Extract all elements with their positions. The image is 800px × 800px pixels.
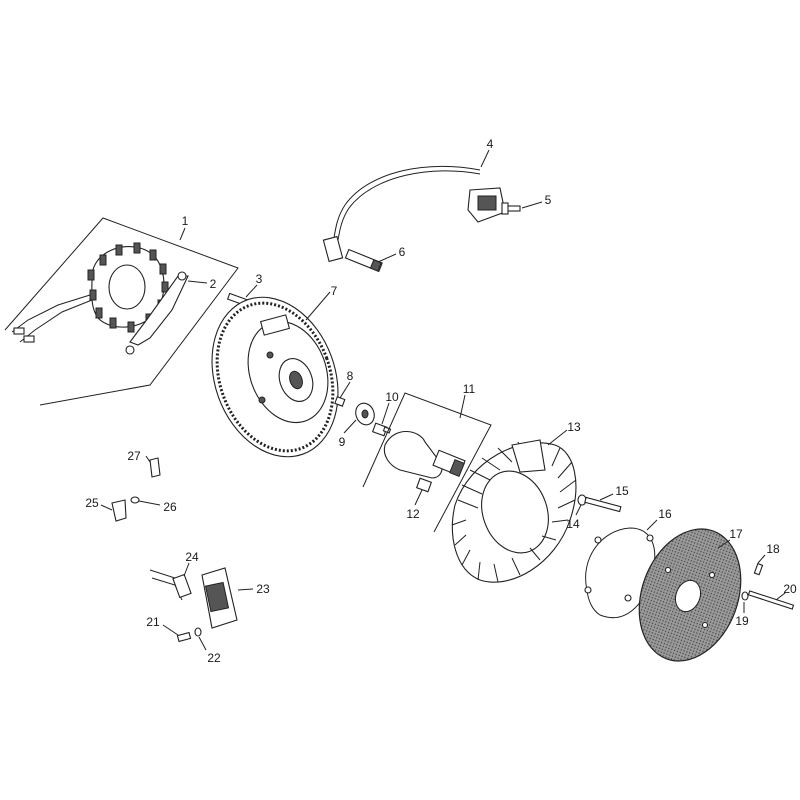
callout-13: 13 (567, 420, 581, 434)
callout-2: 2 (210, 277, 217, 291)
callout-7: 7 (331, 284, 338, 298)
callout-11: 11 (463, 382, 476, 396)
callout-22: 22 (207, 651, 221, 665)
rectifier-washer (194, 627, 202, 637)
callout-21: 21 (146, 615, 160, 629)
flywheel (211, 296, 339, 458)
hub-screw (415, 477, 433, 493)
rectifier (201, 567, 238, 629)
callout-20: 20 (783, 582, 797, 596)
ignition-module (322, 165, 506, 263)
leader-lines (100, 149, 786, 651)
stator-assembly (4, 217, 239, 406)
drive-hub (362, 392, 492, 533)
callout-25: 25 (85, 496, 99, 510)
callout-16: 16 (658, 507, 672, 521)
callout-15: 15 (615, 484, 629, 498)
callout-8: 8 (347, 369, 354, 383)
lead-bracket (125, 271, 189, 355)
screen-bolt (747, 590, 795, 610)
callout-3: 3 (256, 272, 263, 286)
callout-1: 1 (182, 214, 189, 228)
clip-bracket-lower (111, 499, 127, 522)
screen-clip (753, 562, 764, 576)
callout-6: 6 (399, 245, 406, 259)
screen-washer (741, 591, 749, 601)
callout-26: 26 (163, 500, 177, 514)
callout-23: 23 (256, 582, 270, 596)
washer (355, 402, 375, 426)
callout-24: 24 (185, 550, 199, 564)
clip-bracket-upper (149, 457, 161, 478)
fan-stud (584, 496, 622, 513)
callout-14: 14 (566, 517, 580, 531)
callout-12: 12 (406, 507, 420, 521)
module-screw (501, 202, 521, 215)
callout-19: 19 (735, 614, 749, 628)
fan-washer (577, 494, 587, 506)
flywheel-screw (371, 422, 392, 437)
rectifier-screw (176, 631, 192, 643)
callout-4: 4 (487, 137, 494, 151)
key (334, 396, 346, 407)
callout-5: 5 (545, 193, 552, 207)
callout-10: 10 (385, 390, 399, 404)
callout-18: 18 (766, 542, 780, 556)
cooling-fan (451, 439, 577, 583)
callout-17: 17 (729, 527, 743, 541)
lower-washer (130, 496, 140, 504)
debris-screen (638, 528, 742, 662)
callout-labels: 1 2 3 4 5 6 7 8 9 10 11 12 13 14 15 16 1… (85, 137, 797, 665)
wire-connector (149, 569, 192, 601)
callout-9: 9 (339, 435, 346, 449)
callout-27: 27 (127, 449, 141, 463)
spark-plug (344, 248, 383, 273)
